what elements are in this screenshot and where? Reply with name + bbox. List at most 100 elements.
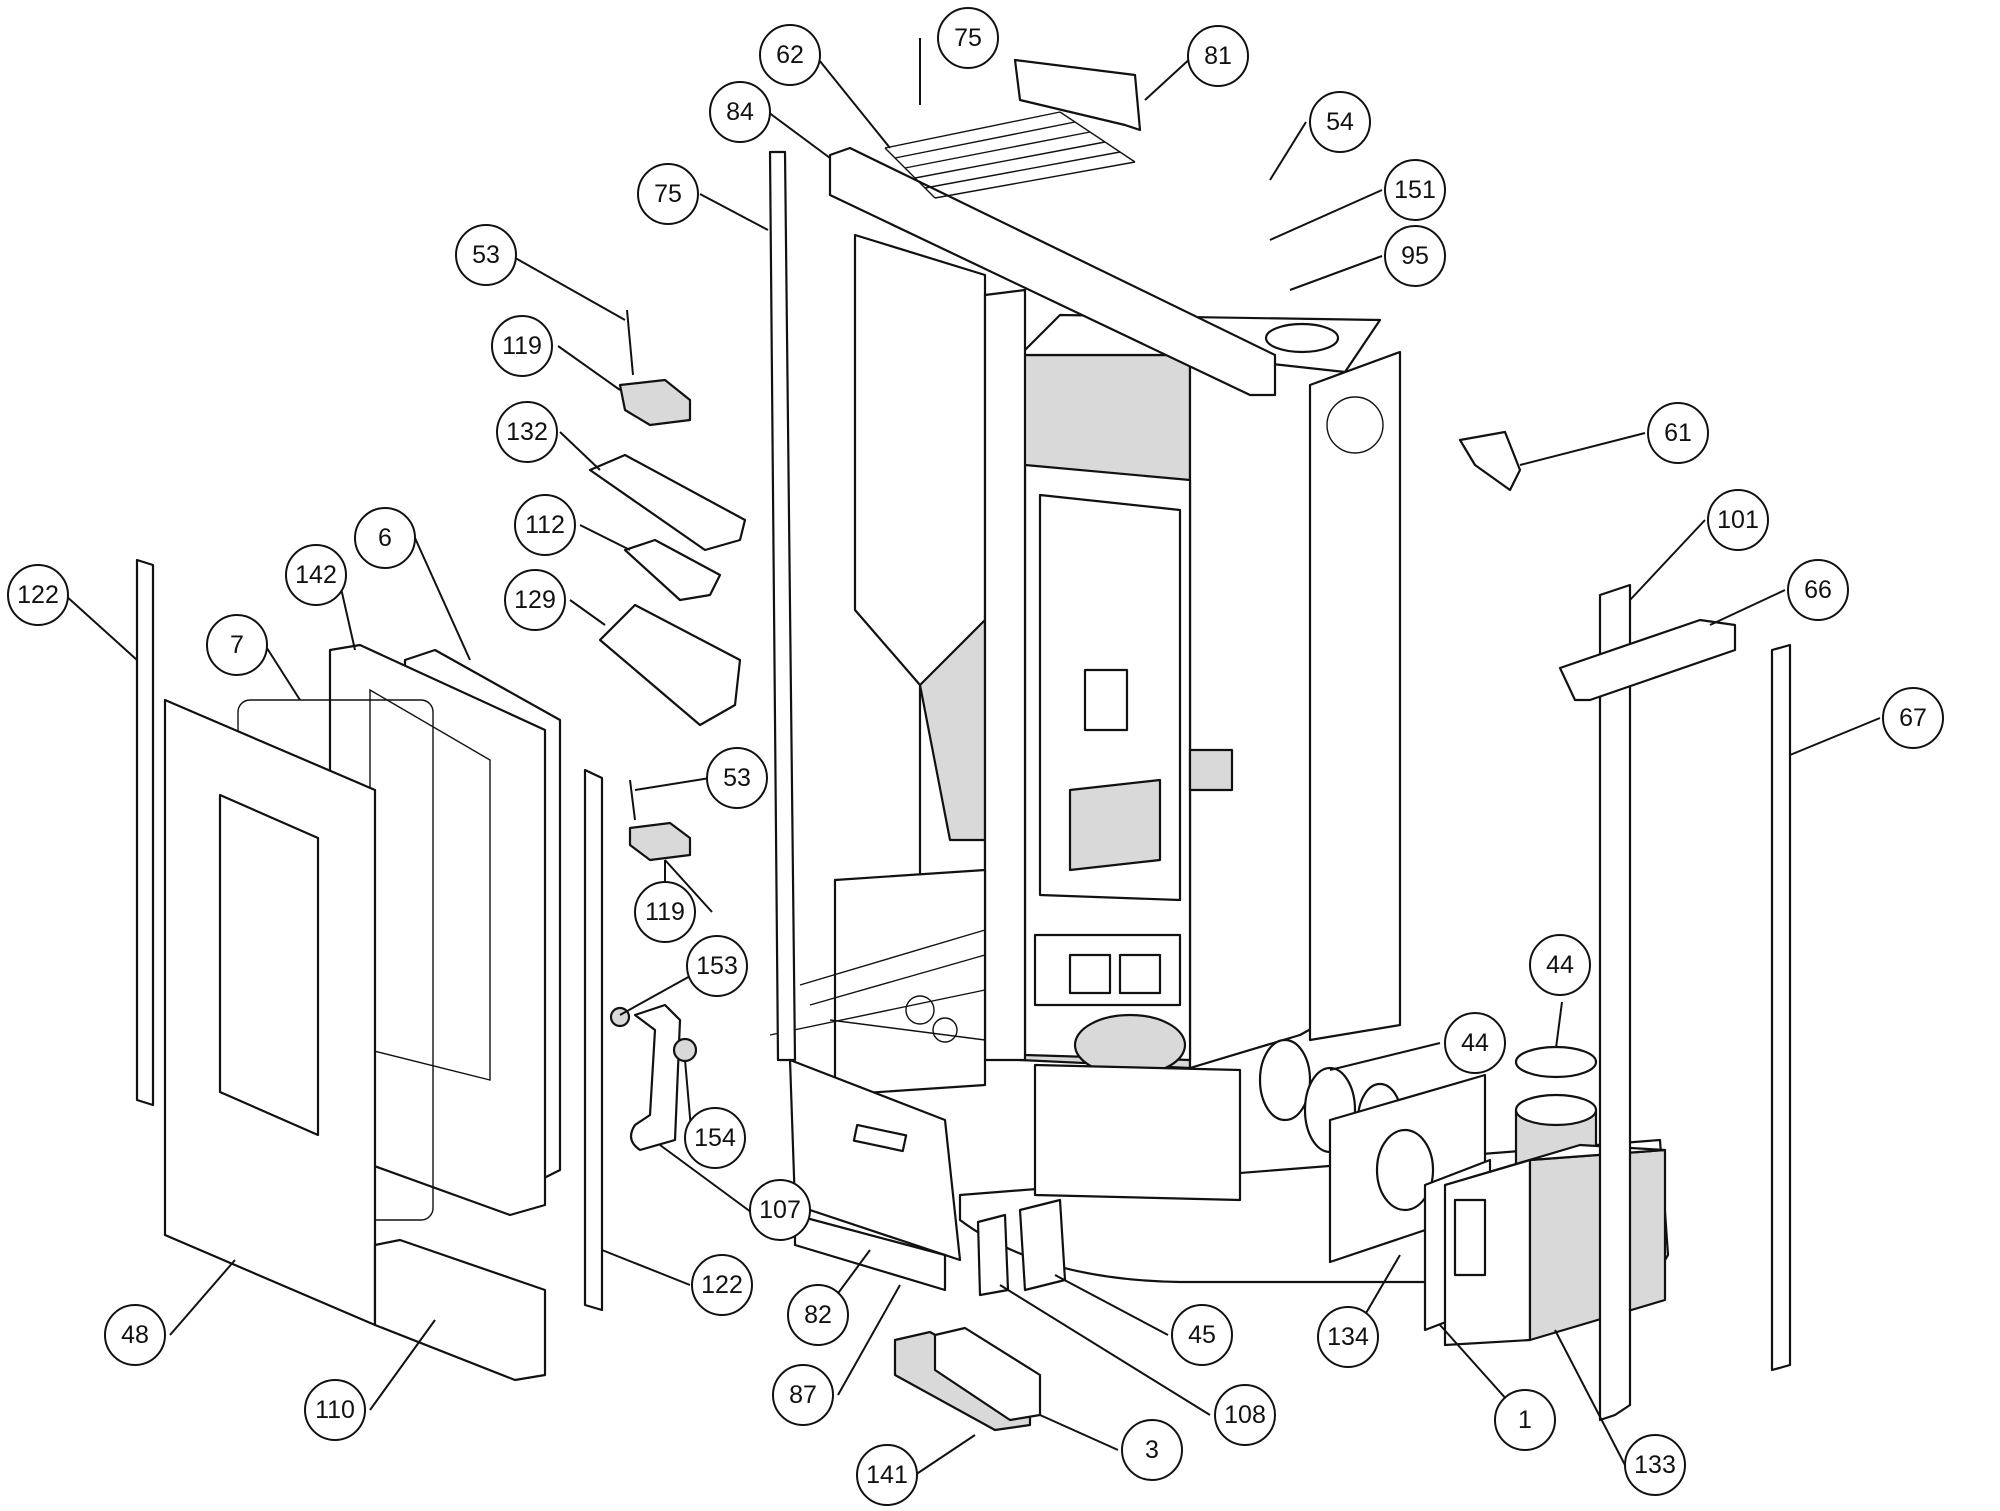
callout-153: 153 xyxy=(686,935,748,997)
leader-44-mid xyxy=(1329,1042,1441,1071)
part-132 xyxy=(588,453,747,552)
callout-110: 110 xyxy=(304,1379,366,1441)
plate-134-hole xyxy=(1375,1128,1435,1212)
callout-84: 84 xyxy=(709,81,771,143)
callout-number: 122 xyxy=(701,1271,743,1299)
callout-number: 54 xyxy=(1326,108,1354,136)
callout-balloon-circle xyxy=(772,1364,834,1426)
leader-45 xyxy=(1054,1274,1169,1336)
inspection-port xyxy=(1083,668,1129,732)
knob-154 xyxy=(672,1037,698,1063)
leader-81 xyxy=(1144,55,1194,101)
callout-61: 61 xyxy=(1647,402,1709,464)
leader-lines xyxy=(64,38,1881,1476)
callout-balloon-circle xyxy=(637,163,699,225)
callout-75-left: 75 xyxy=(637,163,699,225)
callout-122-left: 122 xyxy=(7,564,69,626)
callout-53-top: 53 xyxy=(455,224,517,286)
callout-119-mid: 119 xyxy=(634,881,696,943)
callout-balloon-circle xyxy=(787,1284,849,1346)
bar-110 xyxy=(373,1238,547,1382)
callout-number: 75 xyxy=(654,180,682,208)
callout-45: 45 xyxy=(1171,1304,1233,1366)
callout-balloon-circle xyxy=(1647,402,1709,464)
callout-number: 66 xyxy=(1804,576,1832,604)
callout-82: 82 xyxy=(787,1284,849,1346)
top-rail xyxy=(828,146,1277,397)
callout-balloon-circle xyxy=(354,507,416,569)
callout-141: 141 xyxy=(856,1444,918,1506)
leader-66 xyxy=(1709,589,1786,626)
callout-112: 112 xyxy=(514,494,576,556)
callout-number: 82 xyxy=(804,1301,832,1329)
callout-number: 110 xyxy=(315,1396,355,1424)
coupling-44 xyxy=(1514,1045,1598,1079)
callout-balloon-circle xyxy=(1121,1419,1183,1481)
leader-108 xyxy=(999,1284,1211,1416)
leader-132 xyxy=(559,431,601,471)
door-glass-window xyxy=(218,793,320,1137)
leader-151 xyxy=(1269,189,1383,241)
clip-119-mid xyxy=(628,821,692,862)
callout-number: 107 xyxy=(759,1196,801,1224)
callout-48: 48 xyxy=(104,1304,166,1366)
electronics-frame xyxy=(833,868,987,1097)
top-outlet xyxy=(1264,322,1340,354)
bracket-66 xyxy=(1558,618,1737,702)
callout-6: 6 xyxy=(354,507,416,569)
callout-132: 132 xyxy=(496,401,558,463)
leader-53-top xyxy=(509,254,626,321)
callout-number: 7 xyxy=(230,631,244,659)
wiring xyxy=(769,929,986,1043)
callout-number: 153 xyxy=(696,952,738,980)
callout-balloon-circle xyxy=(1494,1389,1556,1451)
callout-balloon-circle xyxy=(856,1444,918,1506)
callout-balloon-circle xyxy=(455,224,517,286)
callout-number: 44 xyxy=(1546,951,1574,979)
leader-53-mid xyxy=(634,777,711,791)
callout-balloon-circle xyxy=(1309,91,1371,153)
callout-number: 3 xyxy=(1145,1436,1159,1464)
side-clip xyxy=(1188,748,1234,792)
callout-154: 154 xyxy=(684,1107,746,1169)
callout-number: 84 xyxy=(726,98,754,126)
callout-62: 62 xyxy=(759,24,821,86)
callout-151: 151 xyxy=(1384,159,1446,221)
callout-balloon-circle xyxy=(104,1304,166,1366)
leader-3 xyxy=(1039,1414,1119,1451)
callout-balloon-circle xyxy=(686,935,748,997)
leader-112 xyxy=(579,524,631,551)
callout-number: 95 xyxy=(1401,242,1429,270)
callout-number: 53 xyxy=(472,241,500,269)
leader-87 xyxy=(837,1284,901,1396)
part-112 xyxy=(623,538,722,602)
callout-balloon-circle xyxy=(491,315,553,377)
callout-balloon-circle xyxy=(684,1107,746,1169)
leader-122-right xyxy=(601,1249,691,1286)
callout-number: 48 xyxy=(121,1321,149,1349)
callout-balloon-circle xyxy=(1214,1384,1276,1446)
part-129 xyxy=(598,603,742,727)
callout-number: 6 xyxy=(378,524,392,552)
callout-number: 129 xyxy=(514,586,556,614)
flue-port xyxy=(1326,396,1384,454)
rail-67 xyxy=(1770,643,1792,1372)
leader-119-mid-b xyxy=(664,859,713,913)
callout-balloon-circle xyxy=(634,881,696,943)
callout-134: 134 xyxy=(1317,1306,1379,1368)
callout-107: 107 xyxy=(749,1179,811,1241)
callout-81: 81 xyxy=(1187,25,1249,87)
callout-number: 119 xyxy=(502,332,542,360)
leader-84 xyxy=(767,111,831,159)
leader-122-left xyxy=(64,594,138,661)
handle-107 xyxy=(629,1003,682,1152)
callout-number: 133 xyxy=(1634,1451,1676,1479)
callout-number: 1 xyxy=(1518,1406,1532,1434)
callout-balloon-circle xyxy=(759,24,821,86)
callout-122-right: 122 xyxy=(691,1254,753,1316)
callout-7: 7 xyxy=(206,614,268,676)
grate xyxy=(884,111,1136,199)
callout-number: 132 xyxy=(506,418,548,446)
bracket-81 xyxy=(1013,58,1142,132)
